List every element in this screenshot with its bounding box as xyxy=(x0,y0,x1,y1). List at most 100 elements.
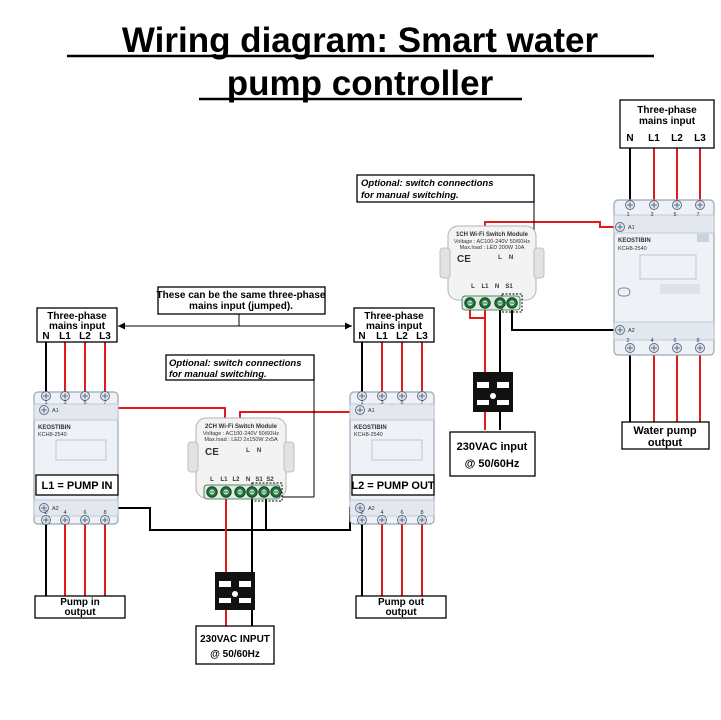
svg-text:4: 4 xyxy=(63,510,66,516)
title-line-1: Wiring diagram: Smart water xyxy=(122,21,599,60)
svg-text:N: N xyxy=(246,477,250,483)
contactor-middle-label: L2 = PUMP OUT xyxy=(351,480,435,492)
svg-text:L: L xyxy=(246,448,250,454)
svg-text:Optional: switch connections: Optional: switch connections xyxy=(169,358,301,369)
svg-text:5: 5 xyxy=(400,400,403,406)
output-pump-in: Pump in output xyxy=(34,595,126,619)
ce-mark-icon: CE xyxy=(205,447,219,458)
svg-text:4: 4 xyxy=(380,510,383,516)
svg-text:output: output xyxy=(385,607,417,618)
svg-text:Voltage : AC100-240V 50/60Hz: Voltage : AC100-240V 50/60Hz xyxy=(203,431,279,437)
svg-text:N: N xyxy=(42,331,49,342)
svg-text:L2: L2 xyxy=(79,331,91,342)
jumped-mains-note: These can be the same three-phase mains … xyxy=(157,286,326,315)
supply-box-bottom: 230VAC INPUT @ 50/60Hz xyxy=(195,625,275,665)
svg-text:6: 6 xyxy=(673,338,676,344)
svg-text:L: L xyxy=(471,284,475,290)
svg-text:L3: L3 xyxy=(416,331,428,342)
svg-text:N: N xyxy=(358,331,365,342)
mains-input-left: Three-phase mains input N L1 L2 L3 xyxy=(36,307,118,343)
svg-text:output: output xyxy=(648,437,683,449)
svg-text:KCH8-2540: KCH8-2540 xyxy=(38,432,67,438)
svg-text:3: 3 xyxy=(63,400,66,406)
svg-text:2: 2 xyxy=(626,338,629,344)
svg-text:Pump in: Pump in xyxy=(60,597,99,608)
svg-text:8: 8 xyxy=(420,510,423,516)
svg-text:L2: L2 xyxy=(232,477,240,483)
svg-text:L: L xyxy=(498,255,502,261)
svg-text:Max.load : LED 200W 10A: Max.load : LED 200W 10A xyxy=(460,245,525,251)
svg-text:5: 5 xyxy=(673,212,676,218)
svg-text:for manual switching.: for manual switching. xyxy=(169,369,267,380)
svg-text:mains input: mains input xyxy=(639,116,696,127)
svg-text:8: 8 xyxy=(696,338,699,344)
svg-text:Voltage : AC100-240V 50/60Hz: Voltage : AC100-240V 50/60Hz xyxy=(454,239,530,245)
svg-text:N: N xyxy=(626,133,633,144)
svg-text:L1: L1 xyxy=(481,284,489,290)
svg-text:1: 1 xyxy=(360,400,363,406)
optional-note-1ch: Optional: switch connections for manual … xyxy=(356,174,535,203)
svg-text:KCH8-2540: KCH8-2540 xyxy=(618,246,647,252)
svg-text:Optional: switch connections: Optional: switch connections xyxy=(361,178,493,189)
contactor-right-brand: KEOSTIBIN xyxy=(618,238,651,244)
contactor-left: KEOSTIBIN KCH8-2540 A1 A2 1 3 5 7 2 4 6 … xyxy=(33,391,119,525)
svg-text:5: 5 xyxy=(83,400,86,406)
svg-text:1: 1 xyxy=(44,400,47,406)
svg-text:S1: S1 xyxy=(255,477,263,483)
output-pump-out: Pump out output xyxy=(355,595,447,619)
contactor-middle: KEOSTIBIN KCH8-2540 A1 A2 1 3 5 7 2 4 6 … xyxy=(349,391,435,525)
svg-text:N: N xyxy=(495,284,499,290)
svg-text:2CH Wi-Fi Switch Module: 2CH Wi-Fi Switch Module xyxy=(205,424,278,430)
wiring xyxy=(45,148,701,626)
svg-text:7: 7 xyxy=(420,400,423,406)
svg-text:mains input: mains input xyxy=(366,321,423,332)
svg-text:230VAC input: 230VAC input xyxy=(457,441,528,453)
svg-text:@ 50/60Hz: @ 50/60Hz xyxy=(210,649,260,660)
svg-text:KEOSTIBIN: KEOSTIBIN xyxy=(354,425,387,431)
svg-text:2: 2 xyxy=(44,510,47,516)
wifi-module-2ch: 2CH Wi-Fi Switch Module Voltage : AC100-… xyxy=(187,417,295,502)
svg-text:L1: L1 xyxy=(220,477,228,483)
svg-text:KCH8-2540: KCH8-2540 xyxy=(354,432,383,438)
svg-text:7: 7 xyxy=(103,400,106,406)
svg-text:S1: S1 xyxy=(505,284,513,290)
svg-text:L1: L1 xyxy=(59,331,71,342)
svg-text:230VAC INPUT: 230VAC INPUT xyxy=(200,634,270,645)
svg-text:6: 6 xyxy=(83,510,86,516)
title-line-2: pump controller xyxy=(227,64,494,103)
svg-text:3: 3 xyxy=(380,400,383,406)
svg-text:Max.load : LED 2x150W 2x5A: Max.load : LED 2x150W 2x5A xyxy=(204,437,278,443)
svg-text:6: 6 xyxy=(400,510,403,516)
svg-text:Pump out: Pump out xyxy=(378,597,425,608)
svg-text:L3: L3 xyxy=(99,331,111,342)
svg-text:Three-phase: Three-phase xyxy=(47,311,107,322)
svg-text:A1: A1 xyxy=(628,225,635,231)
svg-text:4: 4 xyxy=(650,338,653,344)
svg-text:L2: L2 xyxy=(396,331,408,342)
svg-text:S2: S2 xyxy=(266,477,274,483)
wifi-module-1ch: 1CH Wi-Fi Switch Module Voltage : AC100-… xyxy=(439,225,545,313)
svg-text:A2: A2 xyxy=(368,506,375,512)
svg-text:L2: L2 xyxy=(671,133,683,144)
svg-text:Water pump: Water pump xyxy=(633,425,696,437)
svg-text:Three-phase: Three-phase xyxy=(364,311,424,322)
svg-text:7: 7 xyxy=(696,212,699,218)
ce-mark-icon: CE xyxy=(457,254,471,265)
supply-box-top: 230VAC input @ 50/60Hz xyxy=(449,431,536,477)
svg-text:3: 3 xyxy=(650,212,653,218)
supply-terminal-top xyxy=(473,372,513,412)
svg-text:A1: A1 xyxy=(52,408,59,414)
svg-text:2: 2 xyxy=(360,510,363,516)
contactor-left-label: L1 = PUMP IN xyxy=(41,480,112,492)
svg-text:Three-phase: Three-phase xyxy=(637,105,697,116)
svg-text:1: 1 xyxy=(626,212,629,218)
svg-text:1CH Wi-Fi Switch Module: 1CH Wi-Fi Switch Module xyxy=(456,232,529,238)
svg-text:@ 50/60Hz: @ 50/60Hz xyxy=(465,458,520,470)
svg-text:A2: A2 xyxy=(52,506,59,512)
svg-text:L1: L1 xyxy=(376,331,388,342)
svg-text:L1: L1 xyxy=(648,133,660,144)
svg-text:N: N xyxy=(509,255,513,261)
output-water-pump: Water pump output xyxy=(621,421,710,450)
mains-input-middle: Three-phase mains input N L1 L2 L3 xyxy=(353,307,435,343)
